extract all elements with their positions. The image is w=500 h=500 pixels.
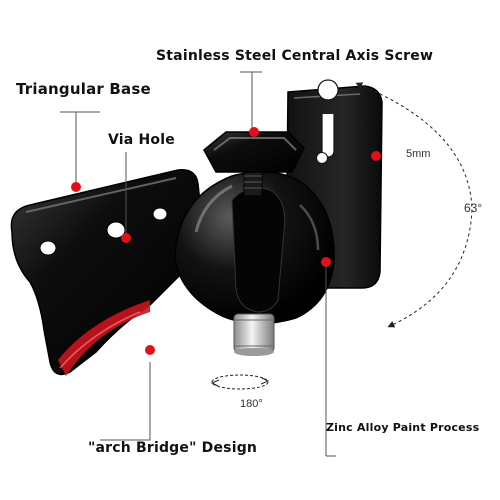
marker-base	[71, 182, 81, 192]
marker-arch	[145, 345, 155, 355]
mount-hole	[316, 152, 328, 164]
label-zinc: Zinc Alloy Paint Process	[326, 421, 480, 434]
marker-zinc	[321, 257, 331, 267]
label-arch: "arch Bridge" Design	[88, 440, 258, 456]
marker-thickness	[371, 151, 381, 161]
label-rotation: 180°	[240, 398, 263, 410]
marker-hole	[121, 233, 131, 243]
label-base: Triangular Base	[16, 80, 151, 98]
marker-screw	[249, 127, 259, 137]
label-screw: Stainless Steel Central Axis Screw	[156, 48, 434, 64]
label-hole: Via Hole	[108, 132, 175, 148]
tilt-arc-arrow	[355, 82, 473, 328]
label-thickness: 5mm	[406, 148, 431, 160]
ball-joint	[174, 171, 335, 325]
central-axis-screw	[203, 131, 305, 197]
steel-nut	[233, 313, 275, 356]
via-hole-left	[39, 240, 57, 256]
via-hole-right	[152, 207, 168, 221]
triangular-base	[10, 169, 206, 376]
leader-lines	[60, 71, 336, 457]
via-hole-mid	[106, 221, 126, 239]
arch-bridge	[58, 300, 150, 376]
label-tilt: 63°	[464, 201, 483, 215]
rotation-arrow	[210, 374, 270, 390]
